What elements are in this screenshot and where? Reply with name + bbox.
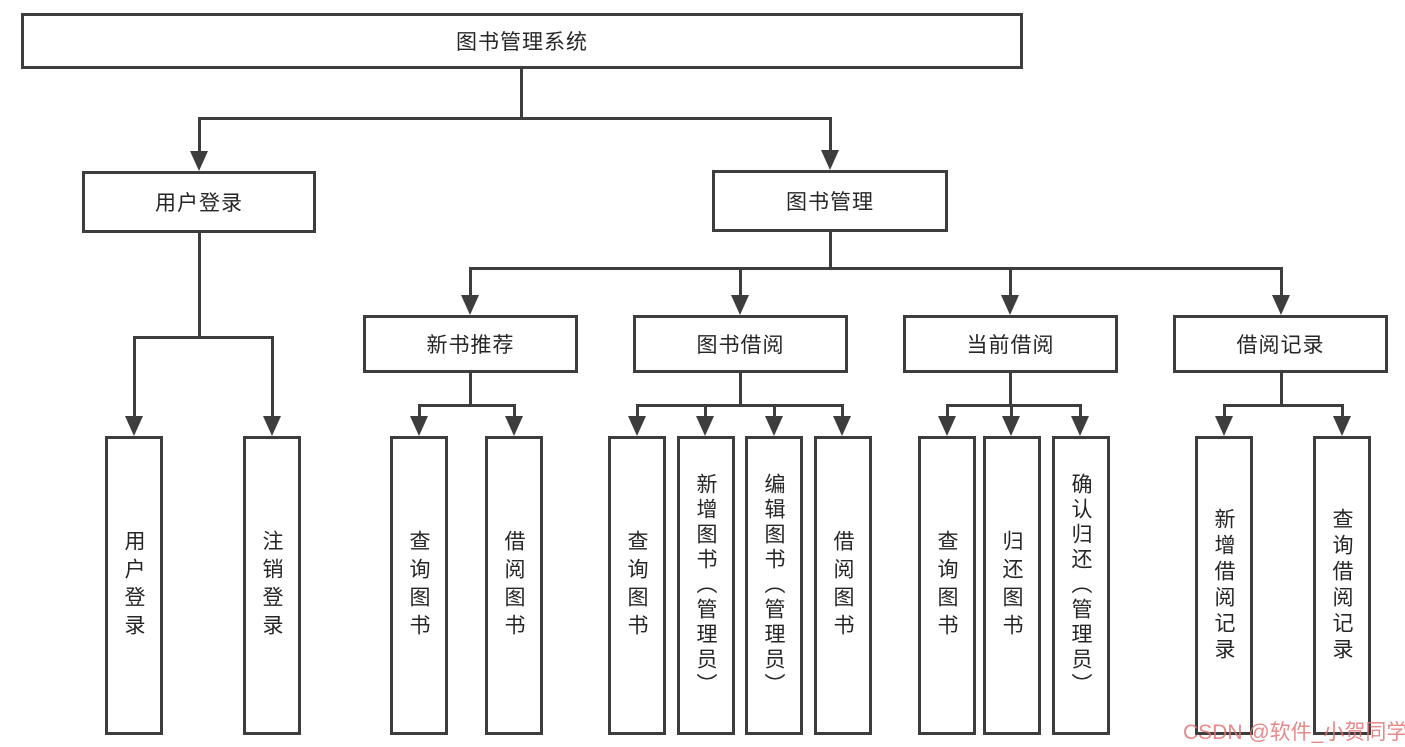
node-new-book-recommend: 新书推荐 [363, 315, 578, 373]
connector-drop-add-record [1223, 404, 1226, 419]
arrowhead-borrow-book-b-icon [833, 416, 851, 436]
arrowhead-borrow-records-icon [1272, 295, 1290, 315]
arrowhead-query-book-b-icon [628, 416, 646, 436]
connector-root-stub [520, 66, 523, 119]
node-leaf-confirm-return-admin-label: 确认归还（管理员） [1069, 473, 1093, 698]
arrowhead-query-record-icon [1333, 416, 1351, 436]
connector-drop-new-book-recommend [469, 267, 472, 297]
node-leaf-logout-label: 注销登录 [260, 529, 284, 642]
arrowhead-query-book-c-icon [938, 416, 956, 436]
node-current-borrow-label: 当前借阅 [966, 333, 1055, 357]
connector-drop-borrow-book-b [841, 404, 844, 419]
node-leaf-query-book-c-label: 查询图书 [935, 529, 959, 642]
node-leaf-query-book-a: 查询图书 [390, 436, 448, 735]
node-borrow-records: 借阅记录 [1173, 315, 1388, 373]
node-leaf-query-borrow-record-label: 查询借阅记录 [1330, 507, 1354, 664]
node-leaf-logout: 注销登录 [243, 436, 301, 735]
arrowhead-return-book-icon [1002, 416, 1020, 436]
node-leaf-borrow-book-b: 借阅图书 [814, 436, 872, 735]
node-book-management-label: 图书管理 [786, 190, 874, 214]
connector-level2-rail [198, 117, 832, 120]
connector-drop-query-book-c [946, 404, 949, 419]
arrowhead-book-borrow-icon [731, 295, 749, 315]
connector-drop-book-management [829, 117, 832, 153]
connector-drop-query-record [1341, 404, 1344, 419]
connector-current-borrow-rail [946, 404, 1082, 407]
connector-drop-leaf-user-login [133, 336, 136, 418]
connector-level3-rail [469, 267, 1282, 270]
node-leaf-return-book-label: 归还图书 [1000, 529, 1024, 642]
connector-drop-leaf-logout [271, 336, 274, 418]
connector-drop-edit-book [773, 404, 776, 419]
connector-drop-borrow-book-a [513, 404, 516, 419]
node-leaf-confirm-return-admin: 确认归还（管理员） [1052, 436, 1110, 735]
node-root: 图书管理系统 [21, 13, 1023, 69]
connector-book-borrow-stub [739, 372, 742, 407]
arrowhead-edit-book-icon [765, 416, 783, 436]
node-leaf-edit-book-admin-label: 编辑图书（管理员） [762, 473, 786, 698]
connector-borrow-records-rail [1223, 404, 1343, 407]
node-leaf-user-login-label: 用户登录 [122, 529, 146, 642]
node-leaf-user-login: 用户登录 [105, 436, 163, 735]
connector-drop-return-book [1010, 404, 1013, 419]
node-user-login-label: 用户登录 [155, 191, 243, 215]
node-new-book-recommend-label: 新书推荐 [426, 333, 515, 357]
node-leaf-borrow-book-a: 借阅图书 [485, 436, 543, 735]
node-leaf-add-borrow-record: 新增借阅记录 [1195, 436, 1253, 735]
arrowhead-leaf-user-login-icon [125, 416, 143, 436]
node-book-borrow-label: 图书借阅 [696, 333, 785, 357]
connector-drop-query-book-b [636, 404, 639, 419]
node-root-label: 图书管理系统 [456, 30, 588, 54]
connector-borrow-records-stub [1280, 372, 1283, 407]
arrowhead-book-management-icon [821, 150, 839, 170]
connector-current-borrow-stub [1009, 372, 1012, 407]
connector-drop-borrow-records [1280, 267, 1283, 297]
node-current-borrow: 当前借阅 [903, 315, 1118, 373]
arrowhead-current-borrow-icon [1001, 295, 1019, 315]
csdn-watermark: CSDN @软件_小贺同学 [1183, 721, 1405, 744]
connector-user-login-stub [198, 233, 201, 339]
connector-drop-confirm-return [1079, 404, 1082, 419]
connector-new-book-recommend-rail [418, 404, 516, 407]
node-book-management: 图书管理 [712, 170, 948, 232]
node-leaf-borrow-book-a-label: 借阅图书 [502, 529, 526, 642]
arrowhead-add-record-icon [1215, 416, 1233, 436]
arrowhead-add-book-icon [696, 416, 714, 436]
connector-new-book-recommend-stub [469, 372, 472, 407]
node-leaf-return-book: 归还图书 [983, 436, 1041, 735]
node-leaf-add-book-admin-label: 新增图书（管理员） [694, 473, 718, 698]
connector-drop-user-login [198, 117, 201, 153]
arrowhead-leaf-logout-icon [263, 416, 281, 436]
node-book-borrow: 图书借阅 [633, 315, 848, 373]
connector-drop-book-borrow [739, 267, 742, 297]
arrowhead-new-book-recommend-icon [461, 295, 479, 315]
arrowhead-borrow-book-a-icon [505, 416, 523, 436]
arrowhead-query-book-a-icon [410, 416, 428, 436]
connector-user-login-rail [133, 336, 274, 339]
node-leaf-query-borrow-record: 查询借阅记录 [1313, 436, 1371, 735]
node-leaf-query-book-a-label: 查询图书 [407, 529, 431, 642]
node-borrow-records-label: 借阅记录 [1236, 333, 1325, 357]
node-leaf-edit-book-admin: 编辑图书（管理员） [745, 436, 803, 735]
node-leaf-query-book-b-label: 查询图书 [625, 529, 649, 642]
connector-book-borrow-rail [636, 404, 844, 407]
node-leaf-add-book-admin: 新增图书（管理员） [677, 436, 735, 735]
connector-drop-query-book-a [418, 404, 421, 419]
arrowhead-user-login-icon [190, 151, 208, 171]
node-leaf-query-book-b: 查询图书 [608, 436, 666, 735]
node-leaf-add-borrow-record-label: 新增借阅记录 [1212, 507, 1236, 664]
connector-book-management-stub [829, 232, 832, 270]
node-leaf-borrow-book-b-label: 借阅图书 [831, 529, 855, 642]
connector-drop-current-borrow [1009, 267, 1012, 297]
connector-drop-add-book [704, 404, 707, 419]
node-user-login: 用户登录 [82, 171, 316, 233]
arrowhead-confirm-return-icon [1071, 416, 1089, 436]
node-leaf-query-book-c: 查询图书 [918, 436, 976, 735]
